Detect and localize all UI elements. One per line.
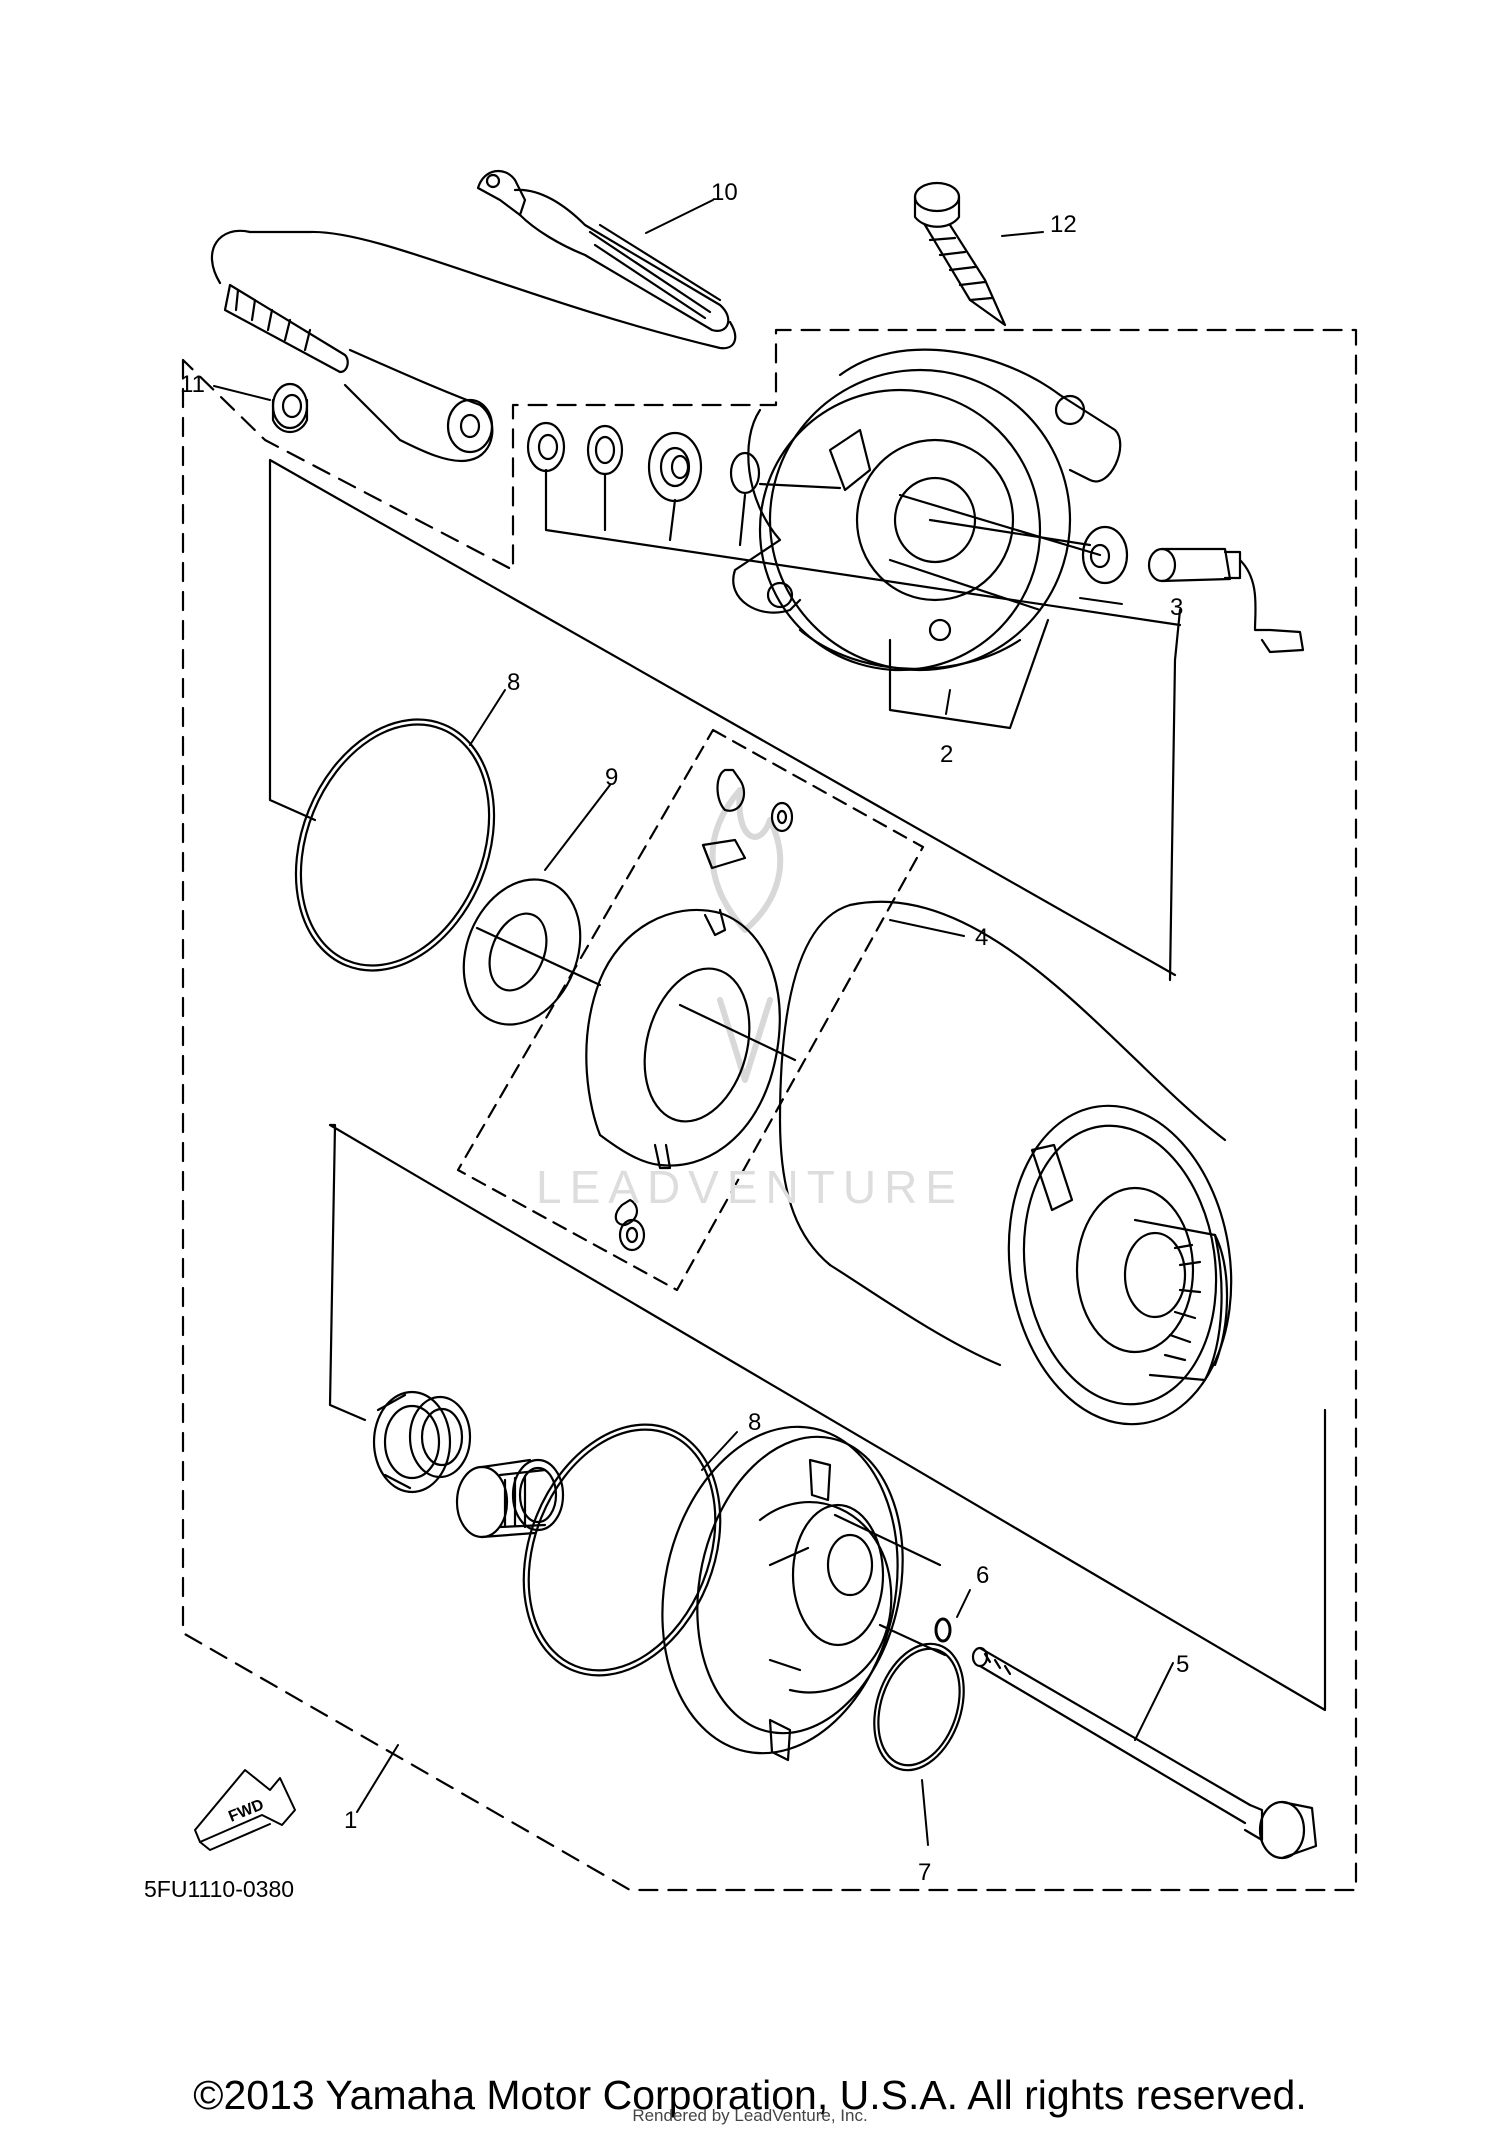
o-ring-part-8-lower: [522, 1423, 722, 1677]
callout-12: 12: [1050, 211, 1077, 238]
o-ring-part-6: [934, 1617, 952, 1643]
callout-5: 5: [1176, 1651, 1189, 1678]
callout-6: 6: [976, 1562, 989, 1589]
brush-parts: [614, 768, 794, 1252]
lead-wire: [210, 229, 737, 350]
callout-7: 7: [918, 1859, 931, 1886]
front-cover: [661, 1425, 904, 1762]
brush-plate-part-4: [585, 908, 781, 1170]
fwd-arrow-icon: [194, 1769, 296, 1851]
through-bolt-part-5: [971, 1646, 1318, 1860]
yoke-assembly: [778, 900, 1233, 1426]
watermark-flame-logo: [709, 787, 784, 1083]
callout-leaders: [213, 199, 1174, 1846]
yoke-outline-lines: [268, 458, 1327, 1712]
assembly-outline-dashed: [181, 328, 1358, 1892]
bearing-bracket: [544, 468, 1182, 627]
lead-terminal-lower: [223, 283, 494, 463]
rear-bearing-set: [526, 421, 761, 503]
copyright-notice: ©2013 Yamaha Motor Corporation, U.S.A. A…: [193, 2072, 1307, 2118]
callout-11: 11: [180, 371, 205, 398]
o-ring-part-7: [873, 1642, 965, 1772]
callout-2: 2: [940, 741, 953, 768]
leader-lines-brush: [475, 926, 797, 1062]
rear-housing-part-2: [732, 348, 1122, 672]
terminal-part-3: [1081, 525, 1305, 654]
callout-4: 4: [975, 924, 988, 951]
washer-part-9: [462, 878, 582, 1026]
lead-terminal-part-10: [476, 170, 730, 332]
rendered-by-note: Rendered by LeadVenture, Inc.: [632, 2106, 868, 2125]
o-ring-part-8-upper: [294, 718, 496, 972]
bracket-part-2: [888, 618, 1050, 730]
callout-10: 10: [711, 179, 738, 206]
needle-bearing: [455, 1458, 565, 1539]
callout-8-lower: 8: [748, 1409, 761, 1436]
nut-part-11: [271, 382, 309, 434]
callout-3: 3: [1170, 594, 1183, 621]
leader-lines-rear: [758, 482, 1102, 612]
front-bearing: [372, 1390, 472, 1494]
callout-1: 1: [344, 1807, 357, 1834]
callout-9: 9: [605, 764, 618, 791]
bracket-part-3: [1168, 608, 1182, 982]
diagram-code: 5FU1110-0380: [144, 1876, 294, 1902]
brush-holder-outline-dashed: [456, 728, 925, 1292]
watermark-text: LEADVENTURE: [536, 1161, 964, 1213]
callout-8-upper: 8: [507, 669, 520, 696]
bolt-part-12: [913, 181, 1007, 327]
